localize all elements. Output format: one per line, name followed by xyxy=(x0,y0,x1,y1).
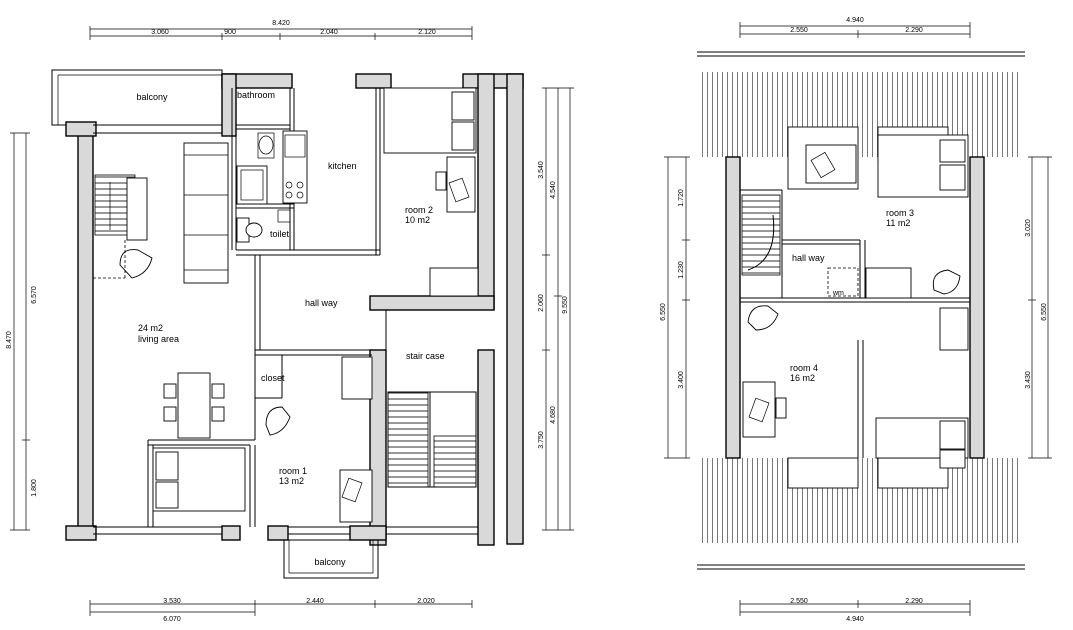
upper-right-dimensions: 3.020 6.550 3.430 xyxy=(1025,156,1052,459)
sofa xyxy=(183,142,229,284)
label-living-area-size: 24 m2 xyxy=(138,323,163,333)
dim-left-seg2: 1.800 xyxy=(31,479,38,497)
ground-floor-plan: 8.420 3.060 900 2.040 2.120 balcony xyxy=(6,20,574,623)
dim-right-a5: 3.750 xyxy=(538,431,545,449)
dim-upper-right-total: 6.550 xyxy=(1041,303,1048,321)
balcony-bottom: balcony xyxy=(283,539,379,579)
dim-top-seg4: 2.120 xyxy=(418,29,436,36)
label-room4-name: room 4 xyxy=(790,363,818,373)
label-room3-area: 11 m2 xyxy=(886,218,910,228)
dim-upper-bottom-seg1: 2.550 xyxy=(790,598,808,605)
room4-furniture xyxy=(742,305,969,469)
right-dimensions: 3.540 4.540 2.060 9.550 3.750 4.680 xyxy=(538,87,574,531)
upper-floor-plan: 4.940 2.550 2.290 xyxy=(660,17,1052,623)
room2-furniture xyxy=(383,87,479,297)
dim-right-a1: 3.540 xyxy=(538,161,545,179)
label-room1-name: room 1 xyxy=(279,466,307,476)
label-balcony-bottom: balcony xyxy=(314,557,346,567)
dim-upper-top-seg2: 2.290 xyxy=(905,27,923,34)
dim-top-total: 8.420 xyxy=(272,20,290,27)
roof-bottom xyxy=(700,458,1020,543)
dim-left-total: 8.470 xyxy=(6,331,13,349)
ground-walls xyxy=(65,73,524,546)
label-hallway-ground: hall way xyxy=(305,298,338,308)
dim-right-a4: 9.550 xyxy=(562,296,569,314)
dim-top-seg3: 2.040 xyxy=(320,29,338,36)
top-dimensions: 8.420 3.060 900 2.040 2.120 xyxy=(89,20,473,40)
dim-top-seg1: 3.060 xyxy=(151,29,169,36)
upper-stairs xyxy=(741,194,781,276)
dim-upper-left-seg1: 1.720 xyxy=(678,189,685,207)
label-room4-area: 16 m2 xyxy=(790,373,815,383)
label-closet: closet xyxy=(261,373,285,383)
dim-upper-left-total: 6.550 xyxy=(660,303,667,321)
label-stair-case: stair case xyxy=(406,351,445,361)
dim-right-a6: 4.680 xyxy=(550,406,557,424)
dim-bottom-seg3: 2.020 xyxy=(417,598,435,605)
dim-left-seg1: 6.570 xyxy=(31,286,38,304)
living-stairs xyxy=(94,174,148,241)
bottom-dimensions: 3.530 2.440 2.020 6.070 xyxy=(89,598,473,623)
dim-upper-left-seg3: 3.400 xyxy=(678,371,685,389)
label-toilet: toilet xyxy=(270,229,290,239)
left-dimensions: 8.470 6.570 1.800 xyxy=(6,132,38,531)
dim-right-a3: 2.060 xyxy=(538,294,545,312)
label-room2-area: 10 m2 xyxy=(405,215,430,225)
upper-walls xyxy=(725,156,985,459)
dim-bottom-seg1: 3.530 xyxy=(163,598,181,605)
label-room2-name: room 2 xyxy=(405,205,433,215)
dim-upper-bottom-total: 4.940 xyxy=(846,616,864,623)
upper-top-dimensions: 4.940 2.550 2.290 xyxy=(739,17,971,38)
dim-right-a2: 4.540 xyxy=(550,181,557,199)
upper-bottom-dimensions: 2.550 2.290 4.940 xyxy=(739,598,971,623)
label-bathroom: bathroom xyxy=(237,90,275,100)
dining-table xyxy=(163,372,225,439)
label-balcony-top: balcony xyxy=(136,92,168,102)
room1-furniture xyxy=(152,356,373,523)
label-room3-name: room 3 xyxy=(886,208,914,218)
bathroom-fixtures xyxy=(236,132,291,243)
dim-bottom-total: 6.070 xyxy=(163,616,181,623)
label-kitchen: kitchen xyxy=(328,161,357,171)
label-hallway-upper: hall way xyxy=(792,253,825,263)
dim-upper-top-total: 4.940 xyxy=(846,17,864,24)
dim-upper-right-seg2: 3.430 xyxy=(1025,371,1032,389)
dim-upper-right-seg1: 3.020 xyxy=(1025,219,1032,237)
armchair xyxy=(93,240,153,279)
label-living-area: living area xyxy=(138,334,179,344)
label-wm: wm xyxy=(832,290,844,297)
balcony-top: balcony xyxy=(51,69,223,126)
room3-furniture: wm xyxy=(805,134,969,299)
dim-upper-top-seg1: 2.550 xyxy=(790,27,808,34)
label-room1-area: 13 m2 xyxy=(279,476,304,486)
dim-upper-left-seg2: 1.230 xyxy=(678,261,685,279)
dim-top-seg2: 900 xyxy=(224,29,236,36)
upper-left-dimensions: 6.550 1.720 1.230 3.400 xyxy=(660,156,690,459)
main-stair-case xyxy=(387,391,477,488)
kitchen-counter xyxy=(282,130,308,204)
dim-upper-bottom-seg2: 2.290 xyxy=(905,598,923,605)
roof-top xyxy=(700,72,1020,157)
dim-bottom-seg2: 2.440 xyxy=(306,598,324,605)
